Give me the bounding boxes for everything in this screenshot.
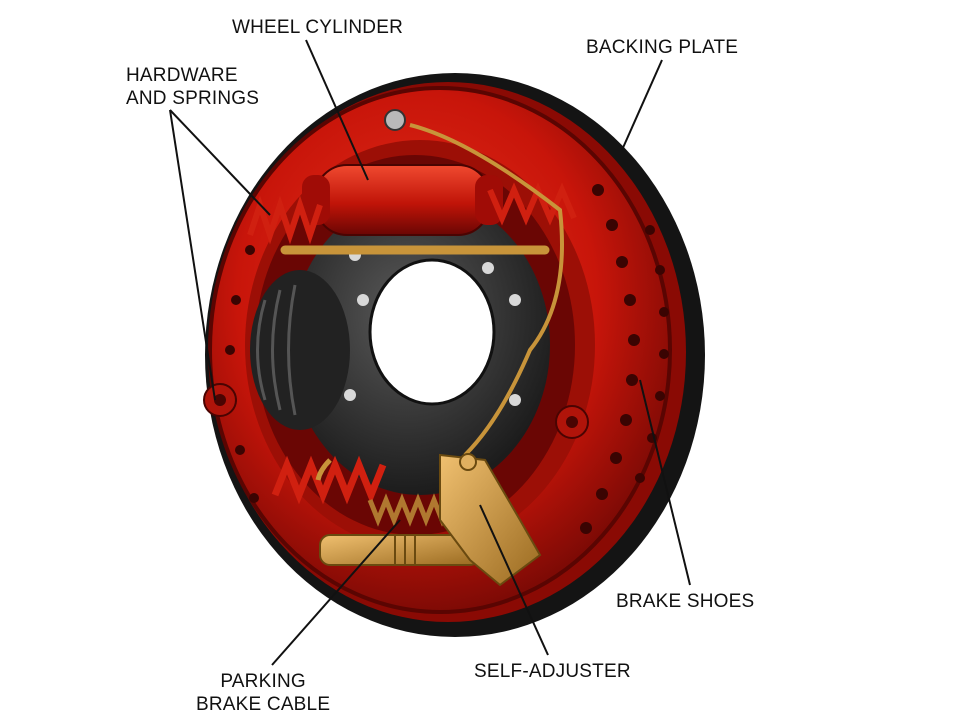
leader-wheel-cylinder [305, 39, 369, 181]
upper-return-spring-left [247, 195, 323, 245]
star-wheel-teeth [394, 535, 416, 565]
leader-hardware-1 [169, 109, 271, 216]
leader-parking-cable [271, 519, 401, 666]
label-parking-line2: BRAKE CABLE [196, 694, 331, 715]
label-backing-plate: BACKING PLATE [586, 36, 738, 59]
bleeder-screw [384, 109, 406, 131]
hold-down-pin-right [555, 405, 589, 439]
lower-return-spring [271, 455, 387, 505]
label-hardware-line2: AND SPRINGS [126, 88, 260, 109]
shoe-rivet-holes [225, 184, 669, 534]
label-wheel-cylinder: WHEEL CYLINDER [232, 16, 403, 39]
label-parking-line1: PARKING [220, 671, 306, 692]
label-hardware-line1: HARDWARE [126, 65, 238, 86]
leader-brake-shoes [639, 379, 691, 586]
upper-return-spring-right [487, 182, 577, 226]
label-self-adjuster-text: SELF-ADJUSTER [474, 661, 631, 682]
leader-backing-plate [621, 59, 663, 151]
brake-shoe-edge [208, 86, 672, 614]
wheel-cylinder-body [314, 164, 491, 236]
label-self-adjuster: SELF-ADJUSTER [474, 660, 631, 683]
label-hardware-and-springs: HARDWARE AND SPRINGS [126, 64, 259, 110]
parking-brake-cable-end [315, 458, 332, 481]
label-wheel-cylinder-text: WHEEL CYLINDER [232, 17, 404, 38]
label-parking-brake-cable: PARKING BRAKE CABLE [196, 670, 330, 716]
label-backing-plate-text: BACKING PLATE [586, 37, 739, 58]
label-brake-shoes-text: BRAKE SHOES [616, 591, 755, 612]
hub-center-hole [368, 258, 496, 406]
label-brake-shoes: BRAKE SHOES [616, 590, 754, 613]
leader-hardware-2 [169, 109, 216, 401]
hub-ribs [256, 284, 297, 416]
self-adjuster-lever [439, 453, 542, 587]
hold-down-pin-left [203, 383, 237, 417]
leader-lines [169, 39, 691, 666]
hub-bearing-housing [250, 270, 350, 430]
hub-bolt-holes [344, 249, 521, 406]
wheel-cylinder-boot-right [475, 175, 503, 225]
wheel-cylinder-boot-left [302, 175, 330, 225]
leader-self-adjuster [479, 504, 549, 656]
adjuster-cable [409, 123, 564, 457]
self-adjuster-pivot [459, 453, 477, 471]
